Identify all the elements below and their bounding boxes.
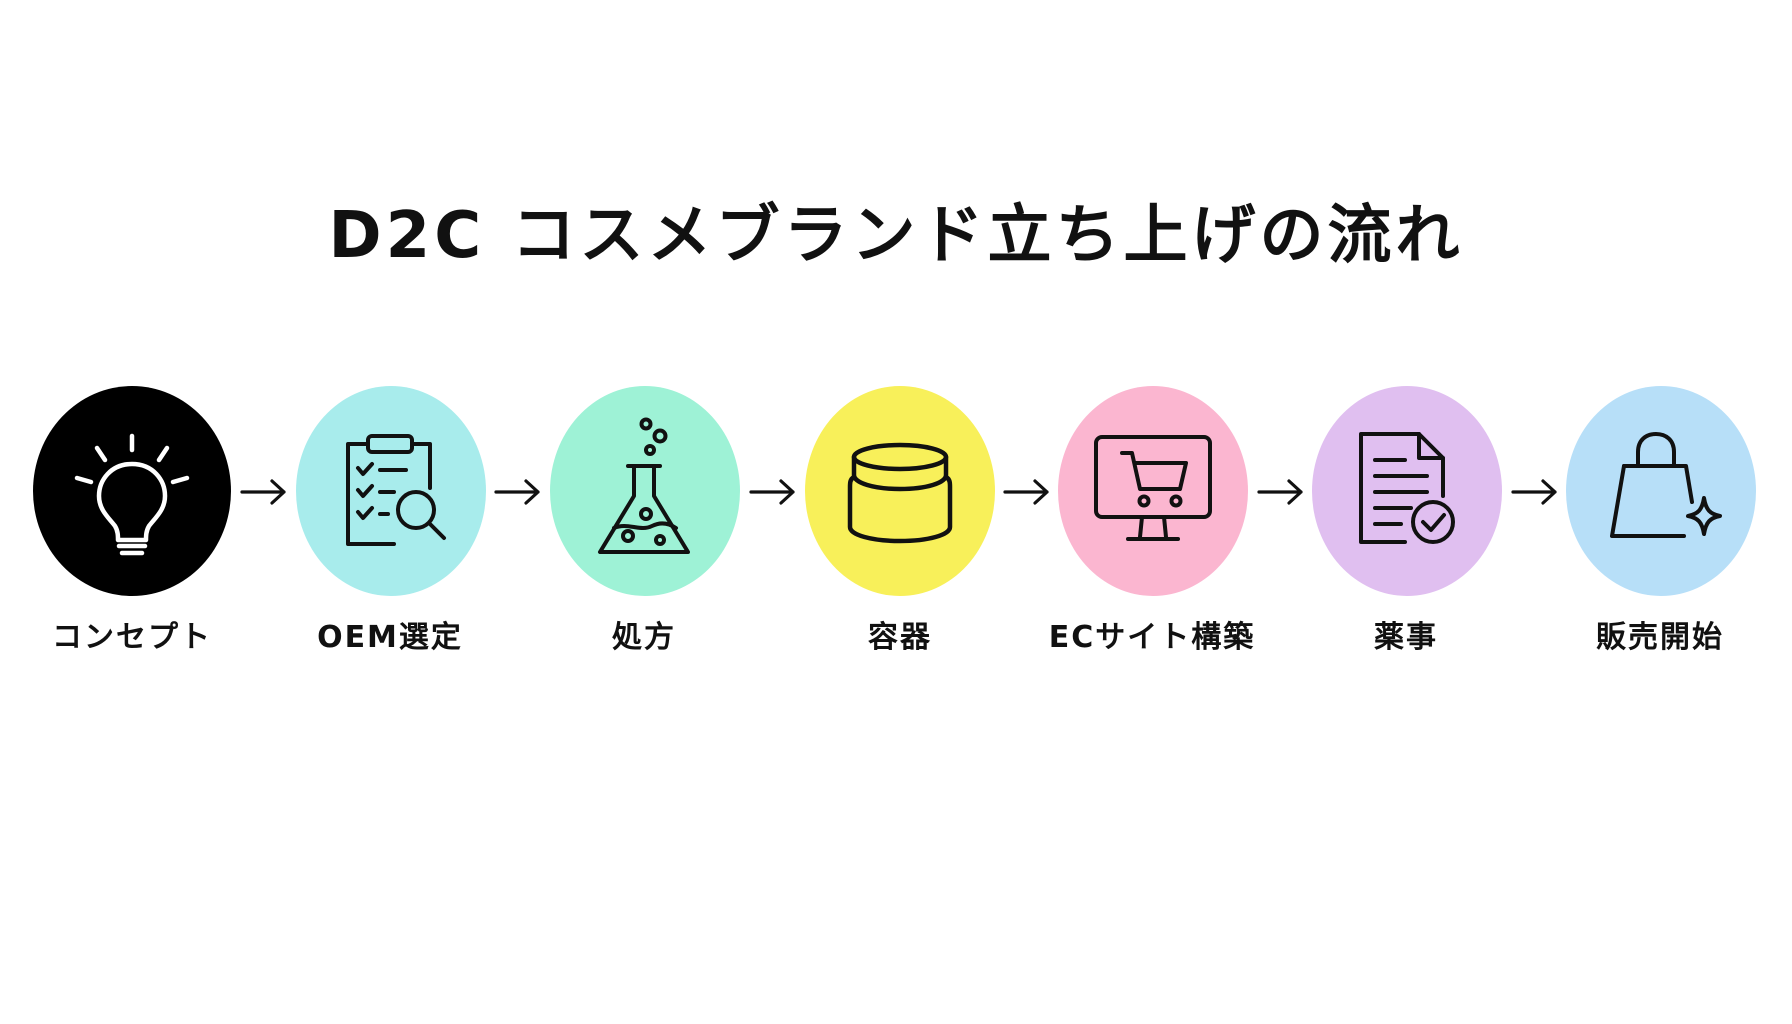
step-label-container: 容器 — [868, 620, 932, 655]
step-label-formulation: 処方 — [612, 620, 676, 655]
step-circle-concept — [33, 386, 231, 596]
arrow-right-icon — [494, 479, 540, 505]
lightbulb-icon — [74, 433, 190, 556]
step-label-regulatory: 薬事 — [1374, 620, 1438, 655]
step-circle-formulation — [550, 386, 740, 596]
step-label-launch: 販売開始 — [1596, 620, 1724, 655]
monitor-cart-icon — [1094, 435, 1212, 541]
page-title: D2C コスメブランド立ち上げの流れ — [328, 199, 1464, 273]
step-circle-regulatory — [1312, 386, 1502, 596]
step-circle-ec-site — [1058, 386, 1248, 596]
jar-icon — [847, 442, 953, 544]
flask-icon — [598, 417, 690, 554]
step-circle-oem — [296, 386, 486, 596]
arrow-right-icon — [1003, 479, 1049, 505]
clipboard-search-icon — [346, 434, 446, 546]
step-label-ec-site: ECサイト構築 — [1048, 620, 1256, 655]
arrow-right-icon — [1257, 479, 1303, 505]
step-circle-container — [805, 386, 995, 596]
step-label-concept: コンセプト — [52, 620, 212, 655]
arrow-right-icon — [1511, 479, 1557, 505]
shopping-bag-sparkle-icon — [1610, 432, 1722, 538]
step-circle-launch — [1566, 386, 1756, 596]
arrow-right-icon — [749, 479, 795, 505]
step-label-oem: OEM選定 — [317, 620, 463, 655]
arrow-right-icon — [240, 479, 286, 505]
document-check-icon — [1359, 432, 1455, 544]
